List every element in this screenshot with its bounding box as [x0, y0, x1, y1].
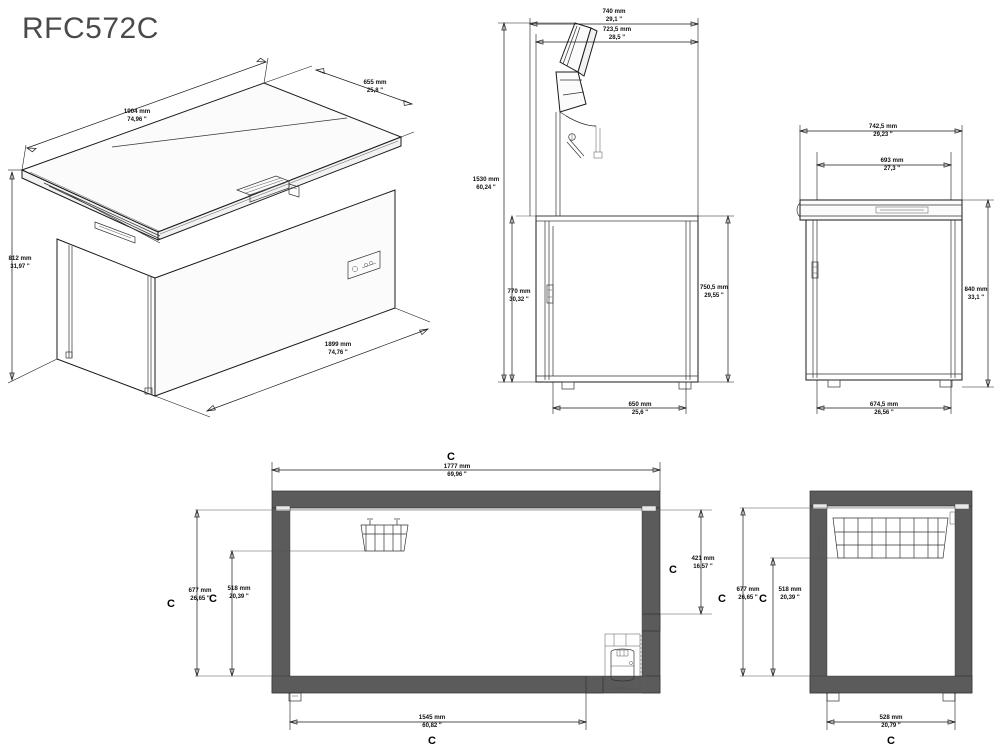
section-view-side: C 677 mm 26,65 " C 518 mm 20,39 " 528 mm…	[718, 490, 973, 747]
dim-section-base-width-in: 60,82 "	[422, 723, 442, 729]
compressor-icon	[604, 633, 646, 694]
dim-section-inner-width-in: 69,96 "	[447, 472, 467, 478]
dim-section-usable-height-mm: 518 mm	[227, 585, 251, 592]
dim-section-inner-height-in: 26,65 "	[190, 596, 210, 602]
dim-open-height-mm: 1530 mm	[473, 176, 500, 183]
dim-iso-depth-mm: 655 mm	[363, 79, 387, 86]
side-view-lid-open: 740 mm 29,1 " 723,5 mm 28,5 " 1530 mm 60…	[473, 8, 734, 416]
dim-closed-base-width-mm: 674,5 mm	[870, 401, 899, 408]
dim-closed-overall-width-mm: 742,5 mm	[869, 123, 898, 130]
dim-open-inner-width-in: 28,5 "	[609, 35, 625, 41]
section-marker-left-677: C	[167, 598, 175, 610]
dim-section-step-height-mm: 421 mm	[691, 555, 715, 562]
dim-iso-height-in: 31,97 "	[10, 264, 30, 270]
dim-open-base-width-in: 25,6 "	[632, 410, 648, 416]
dim-open-right-height-in: 29,55 "	[704, 293, 724, 299]
dim-iso-top-length-in: 74,96 "	[127, 117, 147, 123]
dim-iso-base-length-in: 74,76 "	[328, 350, 348, 356]
dim-closed-inner-width-in: 27,3 "	[884, 166, 900, 172]
section-marker-side-518: C	[759, 593, 767, 605]
isometric-view: 1904 mm 74,96 " 655 mm 25,8 " 812 mm 31,…	[7, 57, 431, 418]
page-title: RFC572C	[22, 12, 159, 45]
dim-closed-overall-width-in: 29,23 "	[873, 132, 893, 138]
dim-closed-base-width-in: 26,56 "	[874, 410, 894, 416]
dim-section-base-width-mm: 1545 mm	[419, 714, 446, 721]
dim-open-overall-width-mm: 740 mm	[602, 8, 626, 15]
dim-iso-depth-in: 25,8 "	[367, 88, 383, 94]
dim-section-inner-width-mm: 1777 mm	[444, 463, 471, 470]
dim-sectionside-inner-height-mm: 677 mm	[736, 586, 760, 593]
dim-sectionside-usable-height-mm: 518 mm	[778, 586, 802, 593]
dim-closed-height-in: 33,1 "	[968, 295, 984, 301]
dim-closed-inner-width-mm: 693 mm	[880, 157, 904, 164]
section-marker-right-421: C	[669, 564, 677, 576]
section-marker-top: C	[447, 451, 455, 463]
storage-basket-icon-side	[832, 517, 949, 559]
dim-iso-base-length-mm: 1899 mm	[325, 341, 352, 348]
dim-open-inner-width-mm: 723,5 mm	[603, 26, 632, 33]
dim-open-right-height-mm: 750,5 mm	[700, 284, 729, 291]
dim-sectionside-usable-height-in: 20,39 "	[780, 595, 800, 601]
side-view-lid-closed: 742,5 mm 29,23 " 693 mm 27,3 " 840 mm 33…	[796, 123, 994, 416]
section-marker-side-677: C	[718, 593, 726, 605]
dim-open-body-height-in: 30,32 "	[509, 297, 529, 303]
dim-iso-height-mm: 812 mm	[8, 255, 32, 262]
dim-section-usable-height-in: 20,39 "	[229, 594, 249, 600]
storage-basket-icon	[360, 518, 409, 552]
dim-open-body-height-mm: 770 mm	[507, 288, 531, 295]
dim-section-inner-height-mm: 677 mm	[188, 587, 212, 594]
dim-sectionside-base-width-mm: 528 mm	[879, 714, 903, 721]
dim-open-overall-width-in: 29,1 "	[606, 17, 622, 23]
dim-open-height-in: 60,24 "	[476, 185, 496, 191]
dim-sectionside-base-width-in: 20,79 "	[881, 723, 901, 729]
dim-iso-top-length-mm: 1904 mm	[124, 108, 151, 115]
section-marker-left-518: C	[209, 593, 217, 605]
dim-closed-height-mm: 840 mm	[964, 286, 988, 293]
dim-sectionside-inner-height-in: 26,65 "	[738, 595, 758, 601]
dim-open-base-width-mm: 650 mm	[628, 401, 652, 408]
section-marker-bottom: C	[428, 735, 436, 747]
dim-section-step-height-in: 16,57 "	[693, 564, 713, 570]
section-marker-side-bottom: C	[887, 735, 895, 747]
section-view-front: C 1777 mm 69,96 " C 677 mm 26,65 " C 518…	[167, 451, 715, 747]
